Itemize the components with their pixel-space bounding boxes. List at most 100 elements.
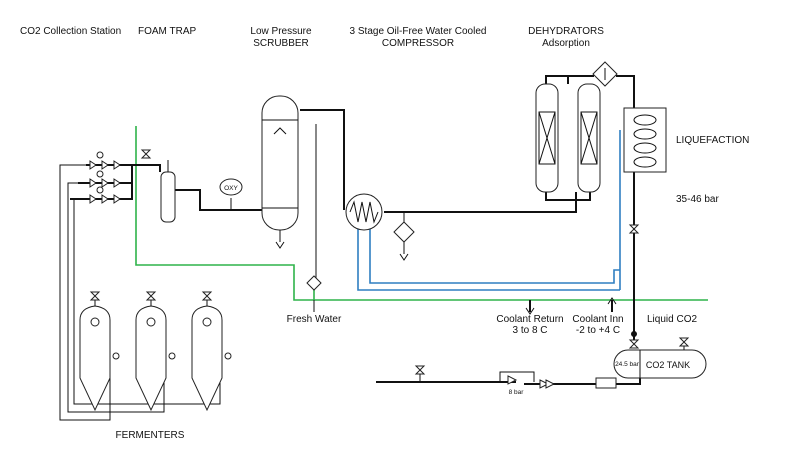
liquid-valve-icon bbox=[628, 224, 640, 234]
header-valve-2b bbox=[101, 178, 109, 188]
dehydrator-bottom-loop bbox=[545, 190, 591, 201]
co2-tank-label: CO2 TANK bbox=[646, 360, 690, 370]
flow-meter-icon bbox=[595, 377, 617, 389]
liquefaction-label: LIQUEFACTION bbox=[676, 135, 749, 146]
fermenter-2 bbox=[135, 291, 167, 412]
tank-outlet bbox=[616, 378, 641, 385]
compressor-label-1: 3 Stage Oil-Free Water Cooled bbox=[350, 26, 487, 37]
header-gauge-2 bbox=[96, 170, 104, 178]
fermenter-2-manway bbox=[146, 317, 156, 327]
header-valve-1a bbox=[89, 160, 97, 170]
fresh-water-label: Fresh Water bbox=[287, 314, 342, 325]
oxy-analyzer-icon bbox=[219, 178, 243, 196]
scrubber-vessel bbox=[261, 95, 299, 231]
outlet-check-icon bbox=[539, 379, 550, 389]
dehydrator-loop-a bbox=[545, 75, 569, 84]
dehydrator-b-x2 bbox=[580, 111, 598, 165]
tank-pressure-label: 24.5 bar bbox=[615, 361, 640, 368]
fermenter-2-valve bbox=[145, 291, 157, 301]
dehydrators-label-2: Adsorption bbox=[542, 38, 590, 49]
check-valve-icon bbox=[631, 331, 637, 337]
oxy-label: OXY bbox=[224, 185, 238, 192]
fermenter-1-vessel bbox=[79, 305, 111, 412]
outlet-relief-valve-icon bbox=[414, 365, 426, 375]
outlet-check-icon-2 bbox=[545, 379, 556, 389]
filter-drain-arrow bbox=[399, 253, 409, 261]
header-gauge-3 bbox=[96, 186, 104, 194]
compressor-label-2: COMPRESSOR bbox=[382, 38, 454, 49]
liquefier-coil-2 bbox=[633, 128, 657, 140]
scrubber-spray bbox=[273, 127, 287, 135]
pressure-range-label: 35-46 bar bbox=[676, 194, 719, 205]
liquid-co2-label: Liquid CO2 bbox=[647, 314, 697, 325]
coolant-in-arrow-head bbox=[607, 297, 617, 305]
fermenter-2-vessel bbox=[135, 305, 167, 412]
coolant-in-line bbox=[369, 222, 620, 284]
filter-to-liquefier bbox=[616, 75, 635, 110]
bypass-line bbox=[499, 371, 535, 382]
fermenter-1-valve bbox=[89, 291, 101, 301]
fermenter-loop-1 bbox=[59, 164, 111, 421]
fermenter-3-vessel bbox=[191, 305, 223, 412]
header-valve-3b bbox=[101, 194, 109, 204]
fresh-water-line bbox=[135, 126, 708, 301]
compressor-coil bbox=[349, 200, 379, 224]
coolant-in-label-1: Coolant Inn bbox=[572, 314, 623, 325]
foam-trap-vessel bbox=[160, 171, 176, 223]
header-valves bbox=[89, 149, 152, 204]
header-valve-3c bbox=[113, 194, 121, 204]
tank-inlet-valve-icon bbox=[628, 339, 640, 349]
liquefier-coil-4 bbox=[633, 156, 657, 168]
fermenter-loop-3 bbox=[70, 198, 221, 405]
scrubber-to-compressor bbox=[300, 109, 345, 210]
scrubber-column bbox=[261, 95, 317, 278]
header-valve-2c bbox=[113, 178, 121, 188]
compressor-to-dehydrators bbox=[384, 192, 577, 213]
coolant-return-line bbox=[357, 222, 620, 291]
scrubber-label-1: Low Pressure bbox=[250, 26, 312, 37]
fresh-water-strainer-icon bbox=[306, 275, 322, 291]
header-valve-3a bbox=[89, 194, 97, 204]
fermenter-1 bbox=[79, 291, 111, 412]
dehydrators-label-1: DEHYDRATORS bbox=[528, 26, 604, 37]
scrubber-outlet-arrow bbox=[275, 241, 285, 249]
dehydrator-b-bed bbox=[580, 111, 598, 165]
filter-icon bbox=[393, 221, 415, 243]
fermenter-2-gauge bbox=[168, 352, 176, 360]
dehydrator-b bbox=[577, 83, 601, 193]
coolant-return-arrow-head bbox=[525, 307, 535, 315]
fermenter-3-gauge bbox=[224, 352, 232, 360]
fermenter-loop-2 bbox=[67, 182, 165, 413]
header-line-1 bbox=[86, 164, 161, 172]
dehydrator-a bbox=[535, 83, 559, 193]
fermenter-3-valve bbox=[201, 291, 213, 301]
header-line-2 bbox=[78, 165, 133, 184]
fermenter-3-manway bbox=[202, 317, 212, 327]
fermenter-1-gauge bbox=[112, 352, 120, 360]
dehydrator-a-x2 bbox=[538, 111, 556, 165]
coolant-return-label-2: 3 to 8 C bbox=[512, 325, 547, 336]
coolant-lines bbox=[357, 130, 621, 291]
pressure-regulator-icon bbox=[507, 375, 518, 385]
foamtrap-vent-valve bbox=[140, 149, 152, 159]
liquefier-box bbox=[623, 107, 667, 173]
scrubber-label-2: SCRUBBER bbox=[253, 38, 309, 49]
header-gauge-1 bbox=[96, 151, 104, 159]
fermenters-label: FERMENTERS bbox=[116, 430, 185, 441]
valve-pressure-label: 8 bar bbox=[509, 389, 525, 396]
coolant-return-label-1: Coolant Return bbox=[496, 314, 563, 325]
header-valve-1b bbox=[101, 160, 109, 170]
liquefier bbox=[623, 107, 667, 173]
co2-tank bbox=[613, 349, 707, 379]
foamtrap-to-scrubber bbox=[170, 189, 262, 211]
process-lines bbox=[59, 75, 641, 421]
header-valve-1c bbox=[113, 160, 121, 170]
fermenter-1-manway bbox=[90, 317, 100, 327]
fermenter-3 bbox=[191, 291, 223, 412]
liquefier-coil-3 bbox=[633, 142, 657, 154]
coolant-in-label-2: -2 to +4 C bbox=[576, 325, 620, 336]
header-valve-2a bbox=[89, 178, 97, 188]
liquefier-coil-1 bbox=[633, 114, 657, 126]
co2-station-label: CO2 Collection Station bbox=[20, 26, 121, 37]
